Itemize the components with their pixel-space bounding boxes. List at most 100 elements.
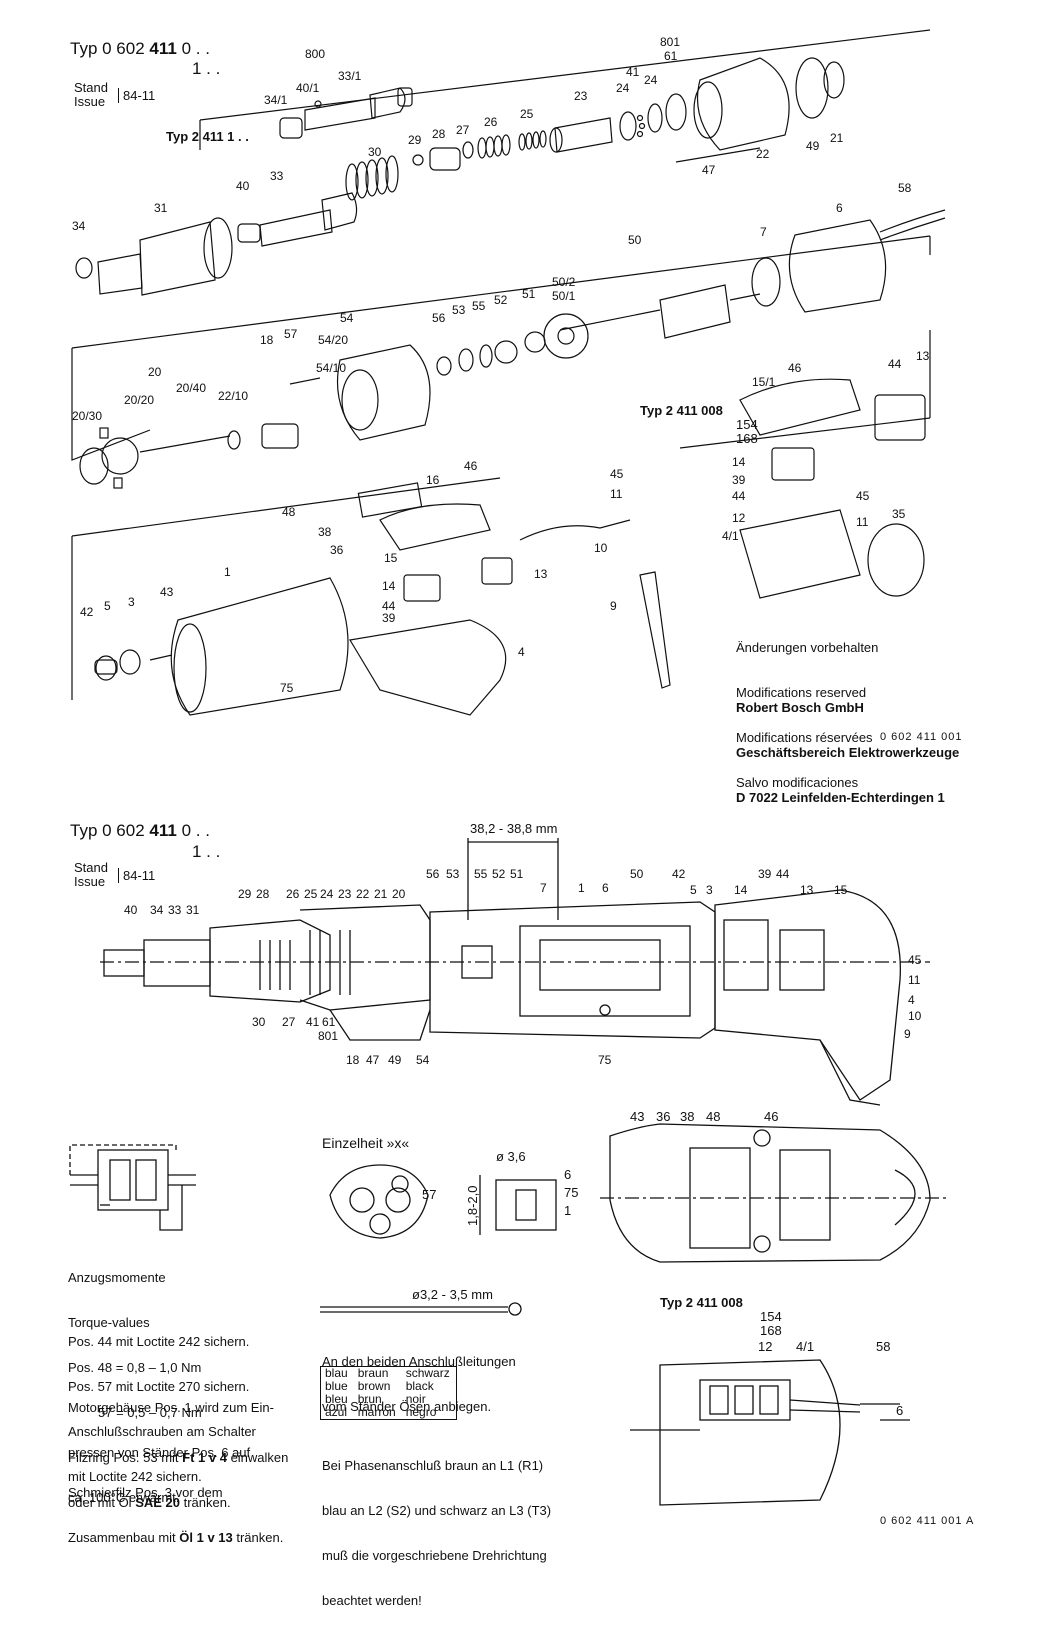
felt-text: oder mit Öl: [68, 1495, 136, 1510]
part-50-shaft-end: [729, 293, 761, 301]
wire-note-line: vom Ständer Ösen anbiegen.: [322, 1399, 492, 1414]
part-callout: 18: [346, 1053, 360, 1067]
part-callout: 51: [522, 287, 536, 301]
part-callout: 11: [908, 973, 921, 987]
part-27: [462, 141, 474, 159]
part-callout: 31: [186, 903, 200, 917]
part-callout: 33/1: [338, 69, 362, 83]
section-clutch-springs: [259, 930, 351, 995]
felt-line-1: Filzring Pos. 53 mit Ft 1 v 4 einwalken: [68, 1450, 288, 1465]
top-type-heading: Typ 0 602 411 0 . .: [70, 39, 210, 58]
part-9-sleeve: [639, 571, 671, 689]
color-cell: brun: [357, 1392, 382, 1406]
top-issue-date: 84-11: [118, 88, 155, 103]
part-14-block: [771, 447, 815, 481]
part-22-thread: [693, 81, 723, 139]
part-callout: 33: [270, 169, 284, 183]
part-54-opening: [341, 369, 379, 431]
part-30-spring: [345, 155, 399, 201]
wire-dimension: ø3,2 - 3,5 mm: [412, 1287, 493, 1302]
lube-line-1: Schmierfilz Pos. 3 vor dem: [68, 1485, 223, 1500]
part-callout: 21: [830, 131, 844, 145]
color-cell: black: [405, 1379, 434, 1393]
part-42: [94, 659, 118, 675]
part-6-stator: [788, 219, 887, 313]
part-callout: 27: [282, 1015, 296, 1029]
exploded-view-drawing: [71, 29, 946, 716]
part-callout: 24: [616, 81, 630, 95]
color-cell: blue: [325, 1379, 348, 1393]
part-31-body: [139, 221, 216, 296]
felt-text: Filzring Pos. 53 mit: [68, 1450, 183, 1465]
type-suffix: 0 . .: [181, 821, 210, 840]
part-7-disc: [751, 257, 781, 307]
section-screw-75: [599, 1004, 611, 1016]
part-callout: 34: [72, 219, 86, 233]
part-41-ball: [636, 130, 644, 138]
type-prefix: Typ 0 602: [70, 39, 145, 58]
part-20-40-pin: [139, 435, 231, 453]
part-callout: 15: [384, 551, 398, 565]
typ2-label-12: 12: [758, 1339, 773, 1354]
part-callout: 54: [416, 1053, 430, 1067]
top-issue-label: Issue: [74, 94, 106, 109]
part-callout: 39: [732, 473, 746, 487]
part-21-ring: [823, 61, 845, 99]
dim-18-20-label: 1,8-2,0: [465, 1185, 480, 1226]
part-callout: 9: [610, 599, 617, 613]
part-callout: 23: [338, 887, 352, 901]
part-callout: 22: [756, 147, 770, 161]
part-55: [479, 344, 493, 368]
lube-oil: Öl 1 v 13: [179, 1530, 233, 1545]
notice-en: Modifications reserved: [736, 685, 867, 700]
bottom-issue-label: Issue: [74, 874, 106, 889]
section-gear-lower: [329, 1009, 431, 1041]
part-3: [119, 649, 141, 675]
part-callout: 26: [484, 115, 498, 129]
wiring-schematic: [69, 1144, 196, 1231]
part-callout: 1: [224, 565, 231, 579]
part-callout: 61: [322, 1015, 336, 1029]
loctite-notes: Pos. 44 mit Loctite 242 sichern. Pos. 57…: [68, 1304, 256, 1514]
part-callout: 34/1: [264, 93, 288, 107]
section-switch-14: [723, 919, 769, 991]
part-35-spring: [867, 523, 925, 597]
loctite-line: mit Loctite 242 sichern.: [68, 1469, 202, 1484]
loctite-line: Pos. 57 mit Loctite 270 sichern.: [68, 1379, 250, 1394]
torque-notes: Anzugsmomente Torque-values Pos. 48 = 0,…: [68, 1240, 202, 1450]
dimension-label: 38,2 - 38,8 mm: [470, 821, 558, 836]
part-callout: 13: [916, 349, 930, 363]
top-type-line2: 1 . .: [192, 59, 221, 78]
part-callout: 5: [690, 883, 697, 897]
color-cell: schwarz: [405, 1366, 450, 1380]
detail-x-title: Einzelheit »x«: [322, 1135, 410, 1151]
cover-label-46: 46: [764, 1109, 779, 1124]
part-callout: 7: [760, 225, 767, 239]
part-52: [494, 340, 518, 364]
part-callout: 11: [856, 515, 869, 529]
sub-type-b: Typ 2 411 008: [640, 403, 723, 418]
part-57-screw: [289, 377, 321, 385]
company-division: Geschäftsbereich Elektrowerkzeuge: [736, 745, 960, 760]
part-49-ring: [795, 57, 829, 119]
lube-felt-notes: Schmierfilz Pos. 3 vor dem Zusammenbau m…: [68, 1455, 283, 1575]
color-cell: bleu: [325, 1392, 348, 1406]
part-callout: 44: [888, 357, 902, 371]
torque-pos-57: 57 = 0,5 – 0,7 Nm: [98, 1405, 202, 1420]
part-callout: 25: [520, 107, 534, 121]
cover-label-48: 48: [706, 1109, 721, 1124]
wire-note-line: An den beiden Anschlußleitungen: [322, 1354, 516, 1369]
part-callout: 801: [660, 35, 680, 49]
part-25-spring: [518, 130, 547, 151]
part-4-1-housing: [739, 509, 861, 599]
cover-top-view-drawing: [600, 1123, 950, 1263]
phi-36-label: ø 3,6: [496, 1149, 526, 1164]
part-callout: 54: [340, 311, 354, 325]
color-cell: negro: [405, 1405, 437, 1419]
part-5: [95, 655, 117, 681]
cover-label-38: 38: [680, 1109, 695, 1124]
part-callout: 6: [602, 881, 609, 895]
part-callout: 53: [452, 303, 466, 317]
